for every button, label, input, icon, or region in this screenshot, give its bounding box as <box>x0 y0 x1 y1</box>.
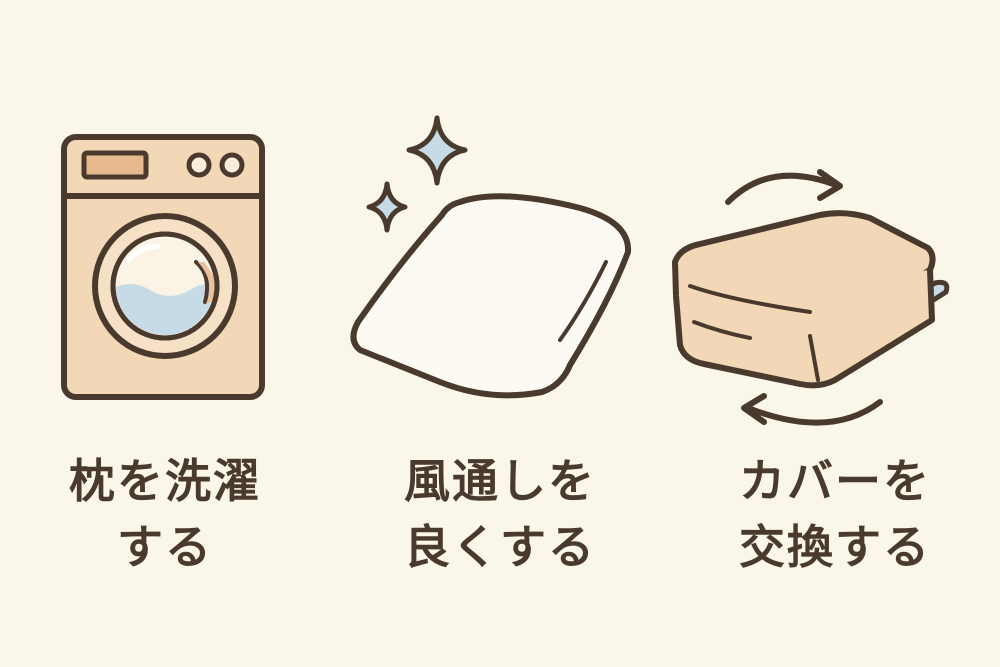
wash-pillow-panel: 枕を洗濯 する <box>0 0 330 667</box>
wash-pillow-caption: 枕を洗濯 する <box>0 448 330 580</box>
change-cover-panel: カバーを 交換する <box>670 0 1000 667</box>
pillow-shape <box>350 193 632 399</box>
washing-machine-icon <box>61 134 265 400</box>
caption-line-1: 枕を洗濯 <box>69 454 261 508</box>
pillow-cover-swap-icon <box>672 169 950 426</box>
large-sparkle-icon <box>406 115 468 186</box>
small-sparkle-icon <box>366 181 408 233</box>
pillow-with-sparkles-icon <box>350 115 632 399</box>
caption-line-2: する <box>117 520 213 574</box>
air-pillow-panel: 風通しを 良くする <box>330 0 670 667</box>
caption-line-1: 風通しを <box>404 454 596 508</box>
caption-line-2: 交換する <box>739 520 931 574</box>
caption-line-2: 良くする <box>404 520 596 574</box>
top-arrow-icon <box>725 172 839 205</box>
change-cover-caption: カバーを 交換する <box>670 448 1000 580</box>
caption-line-1: カバーを <box>739 454 931 508</box>
air-pillow-caption: 風通しを 良くする <box>330 448 670 580</box>
bottom-arrow-icon <box>745 399 883 426</box>
